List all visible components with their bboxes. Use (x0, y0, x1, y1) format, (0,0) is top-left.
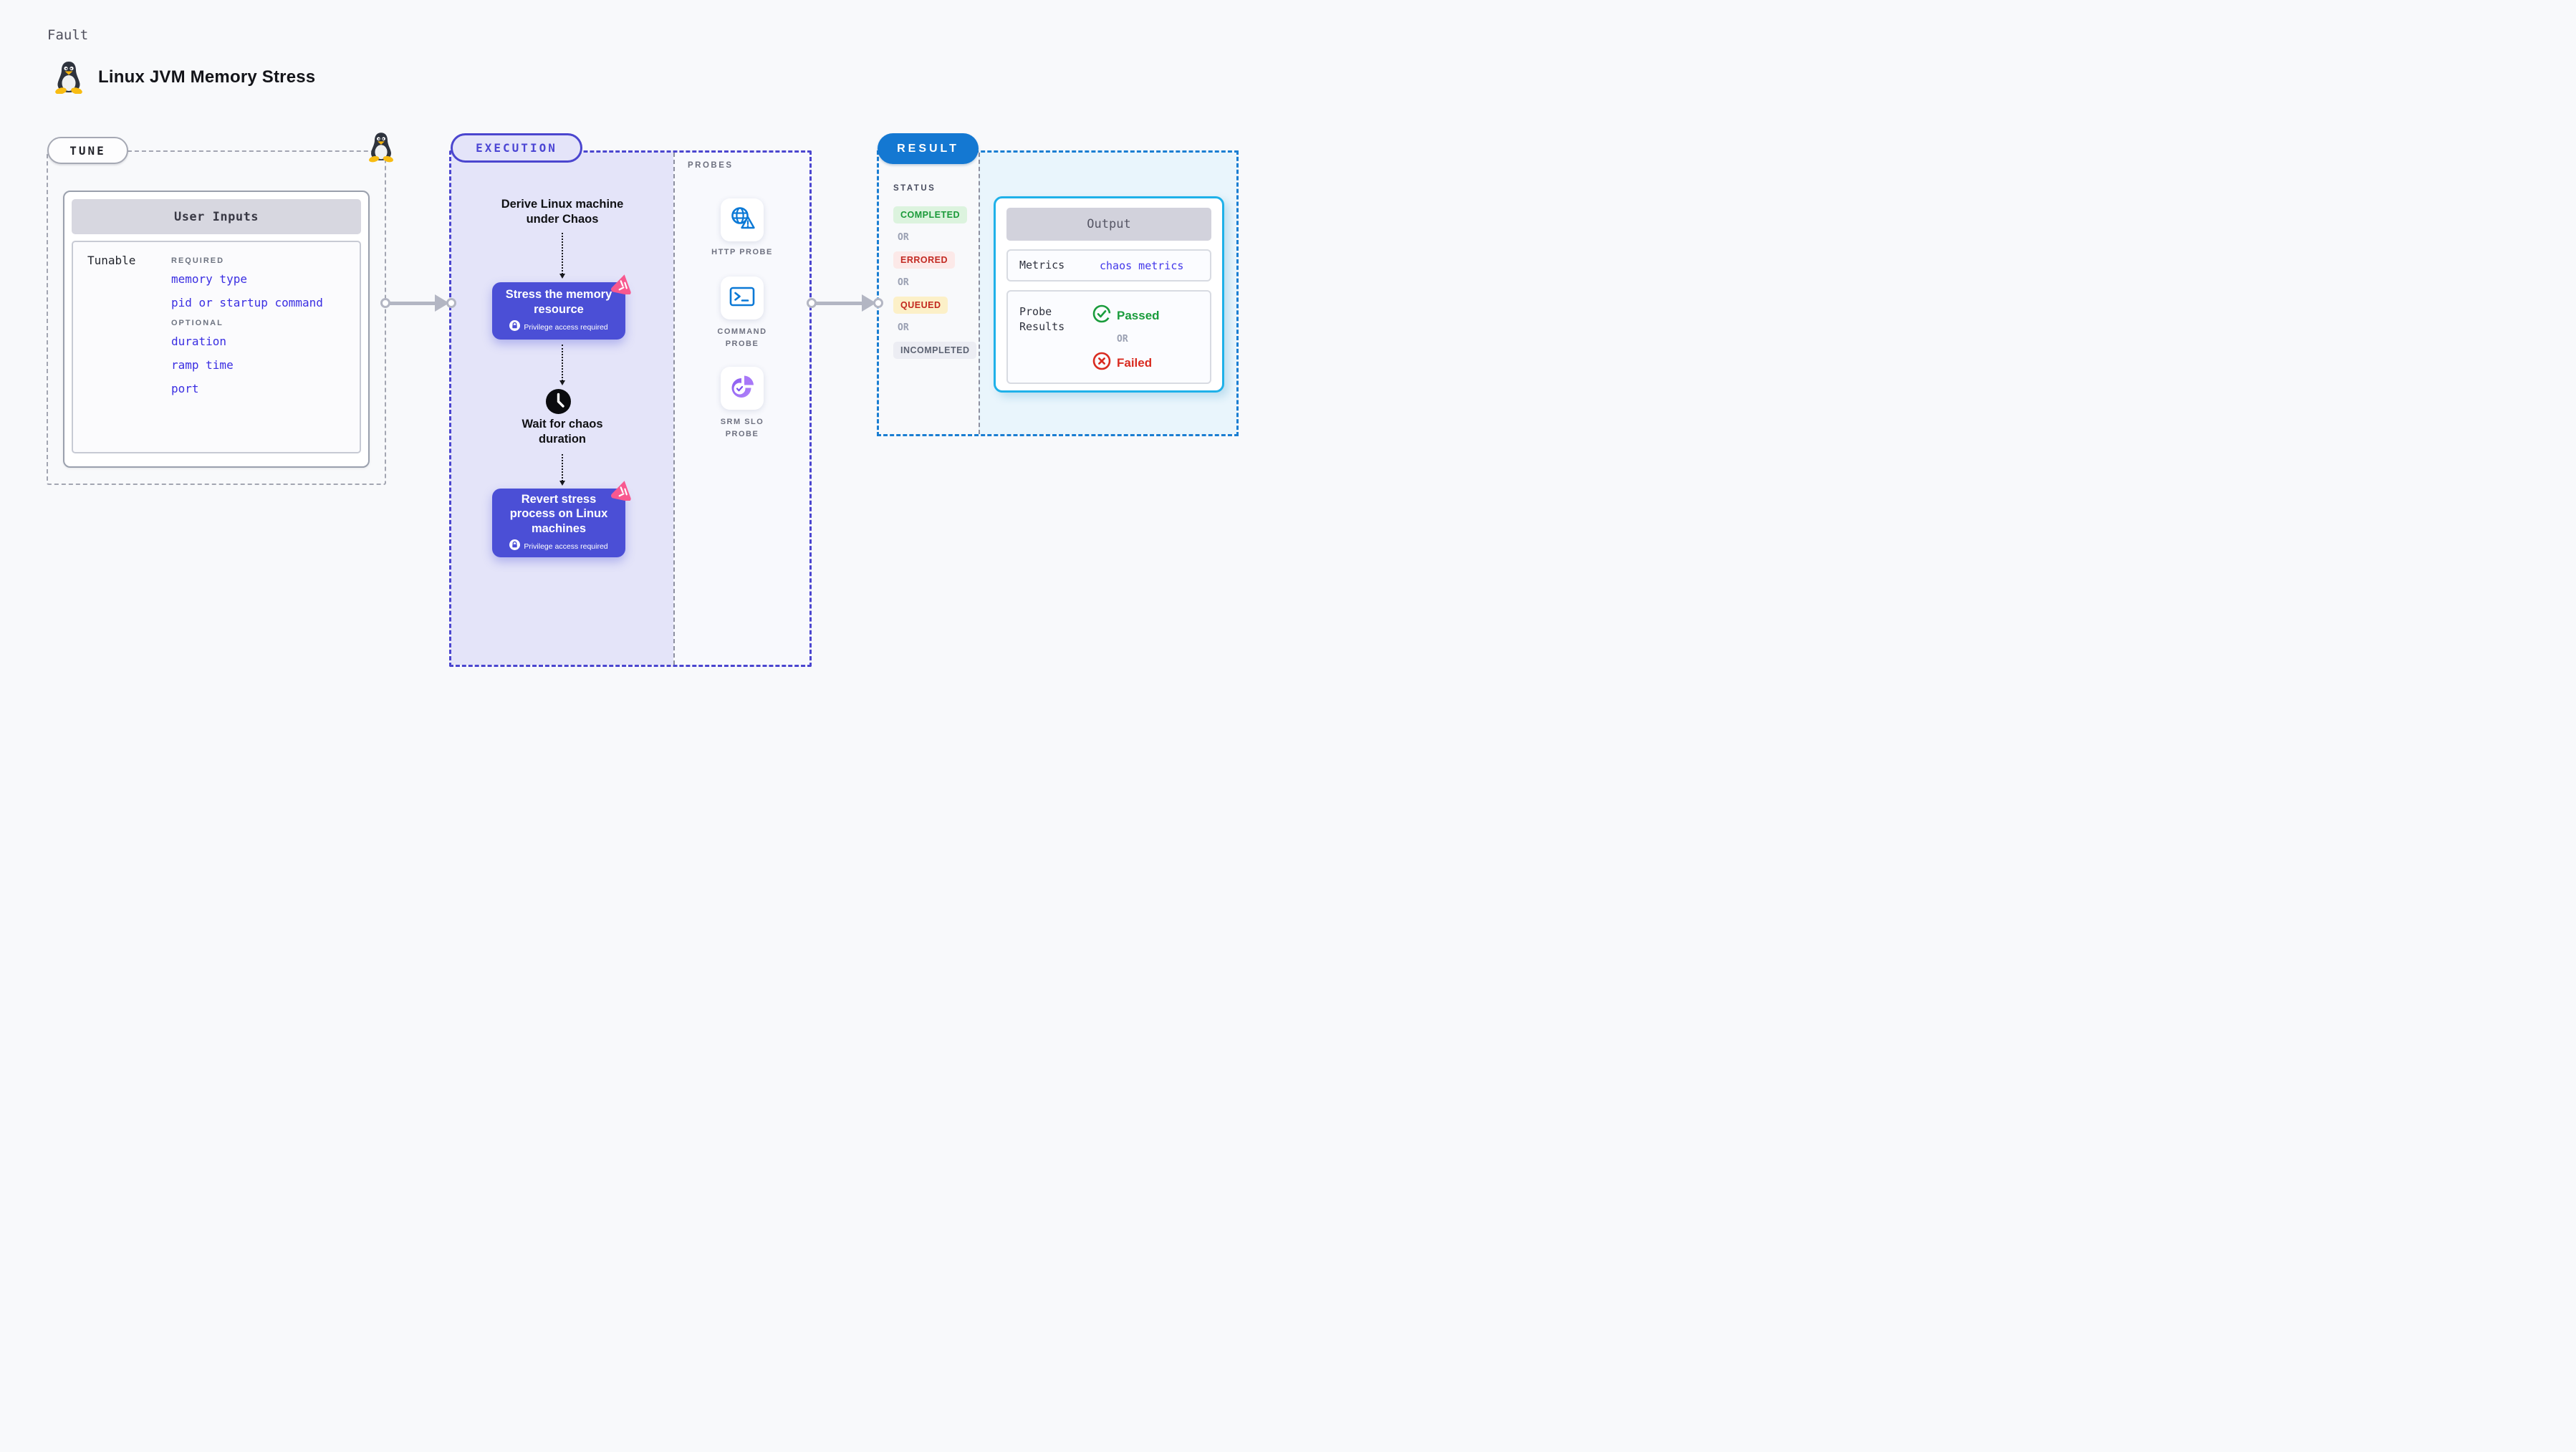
lock-icon (509, 320, 521, 335)
privilege-row: Privilege access required (509, 539, 608, 554)
http-probe-card (721, 198, 764, 241)
probe-results-row: Probe Results Passed OR (1006, 290, 1211, 384)
status-badge-incompleted: INCOMPLETED (893, 342, 977, 359)
output-header: Output (1006, 208, 1211, 241)
terminal-icon (729, 284, 756, 312)
result-badge: RESULT (878, 133, 979, 164)
command-probe-label: COMMAND PROBE (717, 327, 767, 348)
srm-slo-probe-label: SRM SLO PROBE (720, 418, 764, 438)
tunable-label: Tunable (87, 254, 136, 267)
arrowhead (435, 294, 449, 312)
revert-stress-node: Revert stress process on Linux machines … (492, 481, 631, 557)
status-badge-completed: COMPLETED (893, 206, 967, 223)
or-label: OR (898, 322, 909, 333)
chaos-fault-icon (611, 273, 634, 295)
command-probe-card (721, 277, 764, 319)
probe-results-label: Probe Results (1019, 305, 1065, 333)
tux-penguin-icon (54, 61, 83, 95)
tunable-item: memory type (171, 272, 247, 286)
user-inputs-header: User Inputs (72, 199, 361, 234)
probes-heading: PROBES (688, 161, 734, 170)
page-title: Linux JVM Memory Stress (98, 67, 316, 87)
connector-line (814, 301, 864, 305)
user-inputs-body: Tunable REQUIRED memory type pid or star… (72, 241, 361, 453)
required-heading: REQUIRED (171, 256, 225, 265)
metrics-row: Metrics chaos metrics (1006, 249, 1211, 282)
status-heading: STATUS (893, 184, 936, 193)
tune-badge: TUNE (47, 137, 128, 164)
connector-dot (446, 298, 456, 308)
tunable-item: ramp time (171, 358, 234, 372)
tune-to-execution-arrow (380, 292, 456, 314)
tunable-item: pid or startup command (171, 296, 323, 309)
metrics-label: Metrics (1019, 259, 1065, 271)
slo-pie-check-icon (728, 373, 756, 404)
connector-line (388, 301, 437, 305)
metrics-value: chaos metrics (1100, 259, 1184, 272)
x-circle-icon (1092, 352, 1111, 374)
execution-to-result-arrow (807, 292, 883, 314)
flow-dotted-arrow (559, 454, 565, 486)
probes-panel: PROBES HTTP PROBE (673, 153, 809, 665)
lock-icon (509, 539, 521, 554)
or-label: OR (898, 277, 909, 288)
or-label: OR (898, 232, 909, 243)
chaos-fault-icon (611, 479, 634, 501)
wait-step-label: Wait for chaos duration (522, 418, 603, 446)
connector-dot (873, 298, 883, 308)
execution-section: Derive Linux machine under Chaos Stress … (449, 150, 812, 667)
failed-row: Failed (1092, 352, 1160, 374)
output-card: Output Metrics chaos metrics Probe Resul… (994, 196, 1224, 393)
clock-icon (545, 388, 572, 415)
connector-dot (380, 298, 390, 308)
fault-diagram-page: Fault Linux JVM Memory Stress TUNE User … (0, 0, 1288, 726)
stress-memory-node: Stress the memory resource Privilege acc… (492, 274, 631, 340)
connector-dot (807, 298, 817, 308)
globe-alert-icon (729, 206, 756, 235)
derive-step-label: Derive Linux machine under Chaos (501, 198, 624, 226)
http-probe-label: HTTP PROBE (711, 248, 773, 256)
execution-flow-panel: Derive Linux machine under Chaos Stress … (451, 153, 673, 665)
tune-section (47, 150, 386, 485)
privilege-row: Privilege access required (509, 320, 608, 335)
tux-penguin-icon (368, 131, 394, 163)
status-badge-errored: ERRORED (893, 251, 956, 269)
failed-label: Failed (1117, 355, 1153, 370)
status-badge-queued: QUEUED (893, 297, 948, 314)
tunable-list: REQUIRED memory type pid or startup comm… (171, 252, 323, 400)
optional-heading: OPTIONAL (171, 319, 224, 327)
execution-badge: EXECUTION (451, 133, 582, 163)
probe-results-values: Passed OR Failed (1092, 304, 1160, 374)
stress-node-title: Stress the memory resource (505, 287, 612, 316)
fault-kicker: Fault (47, 27, 89, 43)
flow-dotted-arrow (559, 345, 565, 385)
privilege-label: Privilege access required (524, 323, 608, 332)
arrowhead (862, 294, 876, 312)
tunable-item: port (171, 382, 199, 395)
flow-dotted-arrow (559, 233, 565, 279)
user-inputs-card: User Inputs Tunable REQUIRED memory type… (63, 191, 370, 468)
status-column: STATUS COMPLETED OR ERRORED OR QUEUED OR… (879, 153, 979, 434)
or-label: OR (1117, 334, 1128, 345)
privilege-label: Privilege access required (524, 542, 608, 552)
tunable-item: duration (171, 335, 227, 348)
passed-row: Passed (1092, 304, 1160, 327)
check-circle-icon (1092, 304, 1111, 327)
revert-node-title: Revert stress process on Linux machines (509, 492, 608, 535)
srm-slo-probe-card (721, 367, 764, 410)
passed-label: Passed (1117, 308, 1160, 322)
